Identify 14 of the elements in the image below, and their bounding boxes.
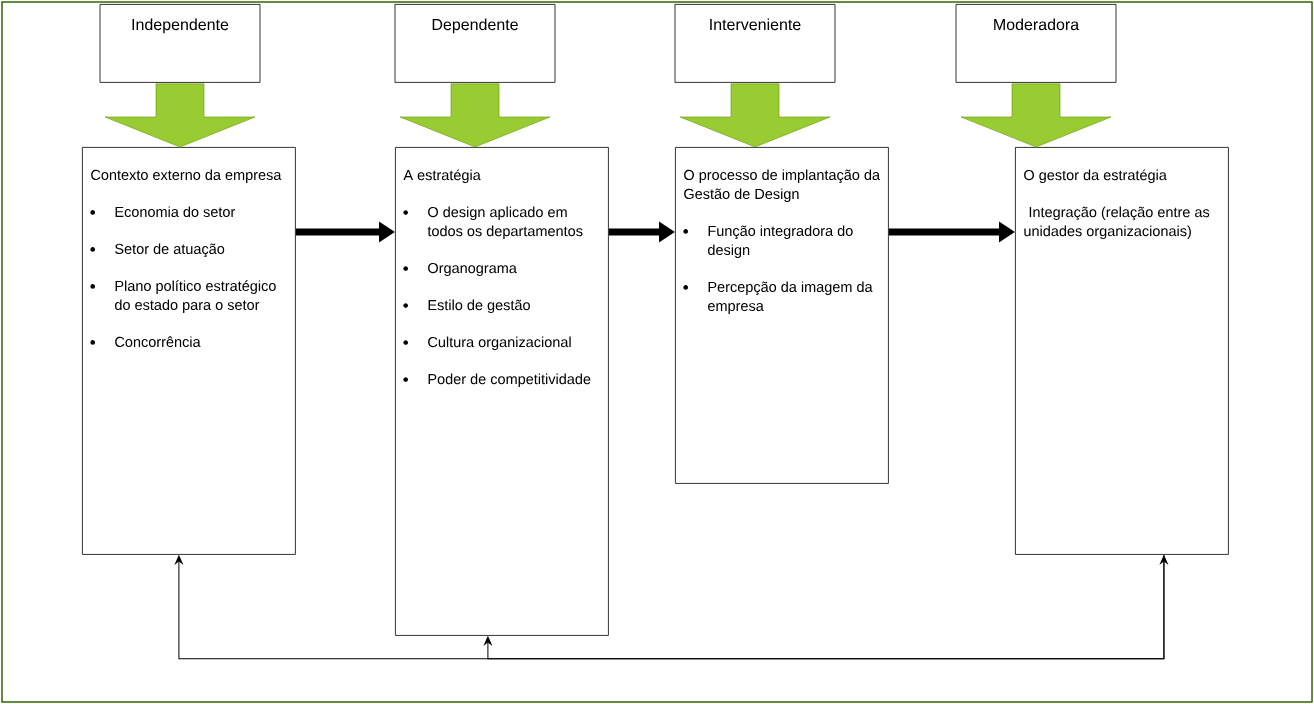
content-box: Contexto externo da empresa Economia do setor Setor de atuação Plano político estratégico do estado para o setor Concorrência xyxy=(82,147,296,555)
variable-box: Dependente xyxy=(394,4,556,83)
block-arrow xyxy=(104,83,256,148)
block-arrow xyxy=(679,83,831,148)
block-arrow xyxy=(399,83,551,148)
content-box: O gestor da estratégia Integração (relação entre as unidades organizacionais) xyxy=(1015,147,1229,555)
content-box: O processo de implantação da Gestão de Design Função integradora do design Percepção da imagem da empresa xyxy=(675,147,889,484)
feedback-line xyxy=(484,554,1165,660)
block-arrow xyxy=(960,83,1112,148)
variable-box: Moderadora xyxy=(955,4,1117,83)
content-box: A estratégia O design aplicado em todos os departamentos Organograma Estilo de gestão Cultura organizacional Poder de competitividade xyxy=(395,147,609,636)
feedback-line xyxy=(175,555,1168,660)
variable-box: Independente xyxy=(99,4,261,83)
variable-box: Interveniente xyxy=(674,4,836,83)
